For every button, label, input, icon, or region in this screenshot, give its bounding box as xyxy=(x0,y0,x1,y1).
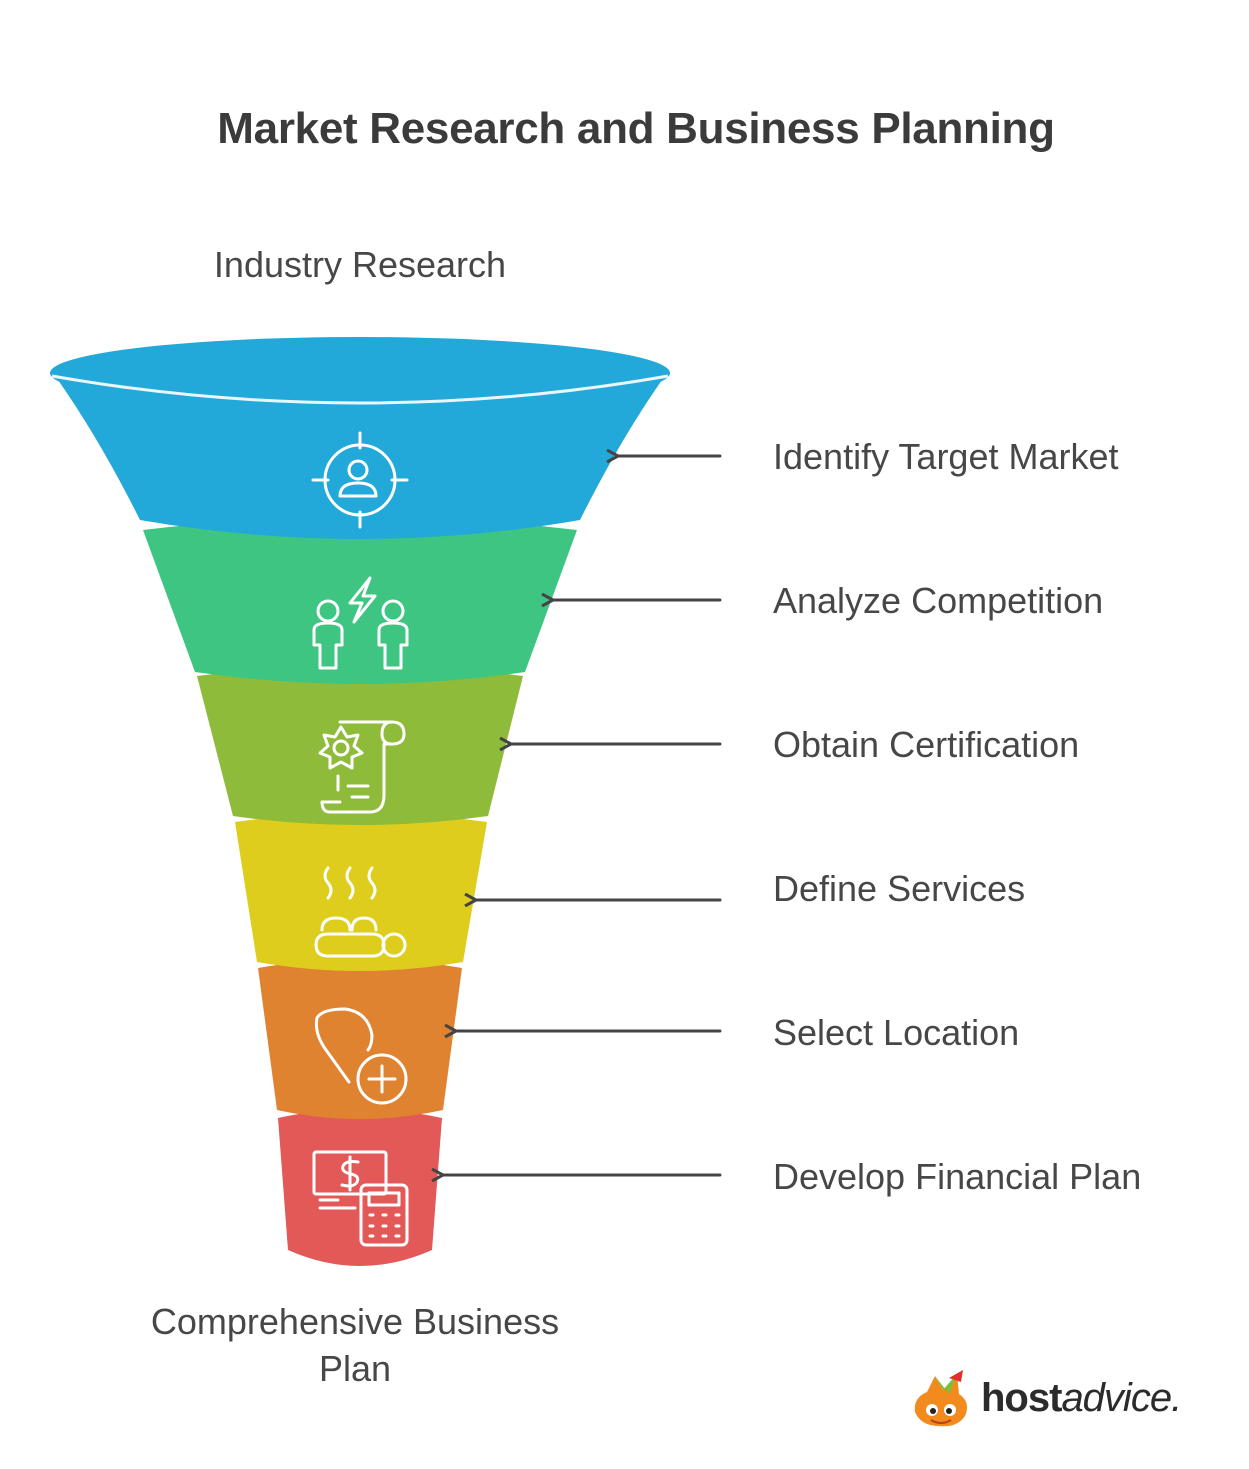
funnel-layer-define-services xyxy=(235,813,487,971)
competitors-icon xyxy=(312,576,409,670)
certificate-scroll-icon xyxy=(318,720,406,814)
fox-mascot-icon xyxy=(914,1370,967,1427)
funnel-top-label: Industry Research xyxy=(213,244,507,285)
funnel-rim xyxy=(50,337,670,409)
funnel-bottom-label-line2: Plan xyxy=(318,1348,392,1389)
spa-massage-icon xyxy=(314,866,407,958)
funnel-layer-select-location xyxy=(258,959,462,1119)
hostadvice-logo: hostadvice. xyxy=(905,1368,1205,1432)
money-calculator-icon xyxy=(312,1150,409,1247)
funnel-layer-obtain-certification xyxy=(197,665,523,825)
step-label-select-location: Select Location xyxy=(773,1012,1020,1053)
location-add-icon xyxy=(314,1007,408,1105)
funnel-layer-identify-target-market xyxy=(58,380,662,539)
step-label-define-services: Define Services xyxy=(773,868,1026,909)
step-label-identify-target-market: Identify Target Market xyxy=(773,436,1119,477)
step-label-develop-financial-plan: Develop Financial Plan xyxy=(773,1156,1142,1197)
target-person-icon xyxy=(311,431,409,529)
diagram-title: Market Research and Business Planning xyxy=(217,104,1055,153)
funnel-bottom-label: Comprehensive Business Plan xyxy=(105,1298,605,1392)
brand-wordmark-italic: advice. xyxy=(1061,1376,1182,1420)
step-label-obtain-certification: Obtain Certification xyxy=(773,724,1080,765)
step-label-analyze-competition: Analyze Competition xyxy=(773,580,1104,621)
funnel-layer-analyze-competition xyxy=(143,517,577,684)
funnel-bottom-label-line1: Comprehensive Business xyxy=(150,1301,560,1342)
brand-wordmark: hostadvice. xyxy=(981,1376,1182,1421)
brand-wordmark-bold: host xyxy=(981,1376,1062,1420)
